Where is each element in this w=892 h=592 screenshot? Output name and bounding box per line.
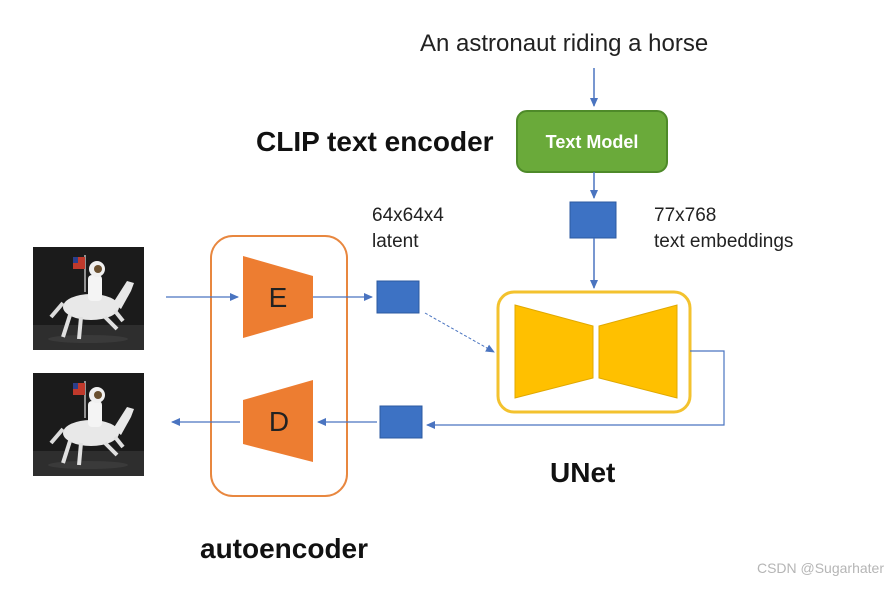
encoder-letter: E [269,282,288,313]
latent-label: 64x64x4 latent [372,203,444,255]
unet-down-trapezoid [514,304,594,399]
unet-up-trapezoid [598,304,678,399]
text-model-label: Text Model [546,132,639,152]
encoder-trapezoid [243,256,313,338]
text-embedding-tensor [569,201,617,239]
latent-shape: 64x64x4 [372,205,444,226]
embedding-caption: text embeddings [654,231,794,252]
decoder-trapezoid [243,380,313,462]
decoder-letter: D [269,406,289,437]
clip-text-encoder-title: CLIP text encoder [256,126,494,157]
astronaut-on-horse-output-image [33,373,144,476]
astronaut-on-horse-input-image [33,247,144,350]
embedding-shape: 77x768 [654,205,717,226]
unet-output-loop-line [426,350,725,429]
autoencoder-title: autoencoder [200,533,369,564]
denoised-latent-tensor [379,405,423,439]
prompt-text: An astronaut riding a horse [420,30,709,57]
unet-title: UNet [550,457,616,488]
watermark: CSDN @Sugarhater [756,560,884,576]
latent-caption: latent [372,231,419,252]
latent-tensor [376,280,420,314]
latent-to-unet-arrow [424,312,495,353]
embedding-label: 77x768 text embeddings [654,203,793,255]
text-model-box [516,110,668,173]
